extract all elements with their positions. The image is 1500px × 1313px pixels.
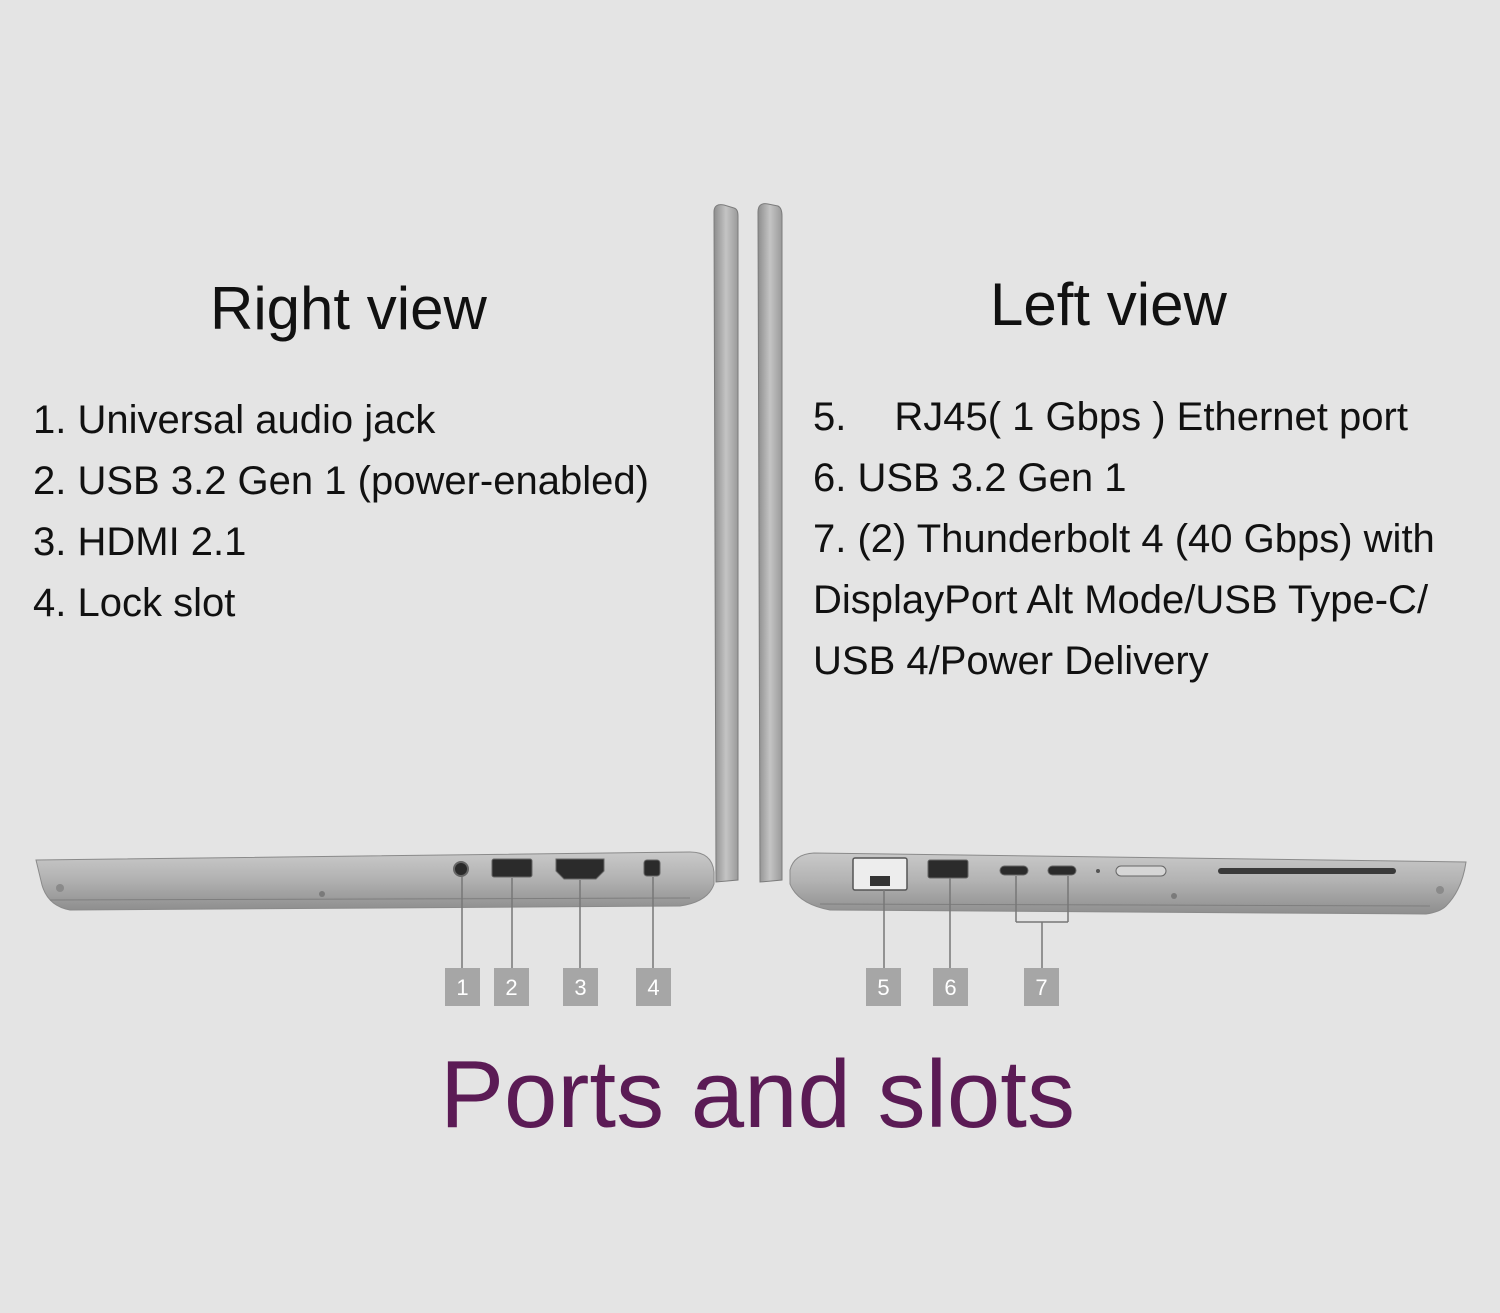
callout-boxes: 1 2 3 4 5 6 7 (445, 968, 1059, 1006)
right-port-item-3: 3. HDMI 2.1 (33, 520, 247, 564)
audio-jack-port (453, 861, 469, 877)
callout-box-4 (636, 968, 671, 1006)
usb-a-port-right (491, 858, 533, 878)
left-view-heading: Left view (990, 271, 1227, 338)
callout-label-7: 7 (1035, 975, 1047, 1000)
smart-card-slot (1218, 868, 1396, 874)
sd-card-slot (1115, 865, 1167, 877)
left-port-item-5-text: RJ45( 1 Gbps ) Ethernet port (894, 395, 1408, 439)
right-laptop-base (35, 851, 715, 911)
callout-box-3 (563, 968, 598, 1006)
left-port-item-6: 6. USB 3.2 Gen 1 (813, 456, 1127, 500)
left-laptop-lid (757, 203, 783, 883)
callout-label-4: 4 (647, 975, 659, 1000)
main-title: Ports and slots (440, 1041, 1075, 1148)
usb-a-port-left (927, 859, 969, 879)
left-leader-lines (883, 876, 1069, 968)
left-view-port-list: 5. RJ45( 1 Gbps ) Ethernet port 6. USB 3.… (813, 387, 1500, 692)
right-laptop-lid (713, 204, 739, 883)
left-port-item-7: 7. (2) Thunderbolt 4 (40 Gbps) with Disp… (813, 517, 1435, 683)
callout-label-5: 5 (877, 975, 889, 1000)
callout-box-6 (933, 968, 968, 1006)
right-port-item-2: 2. USB 3.2 Gen 1 (power-enabled) (33, 459, 649, 503)
rj45-port (852, 857, 908, 891)
left-port-item-5-number: 5. (813, 395, 847, 439)
left-side-laptop (757, 203, 1467, 968)
right-leader-lines (461, 877, 654, 968)
right-side-laptop (35, 204, 739, 968)
right-port-item-4: 4. Lock slot (33, 581, 236, 625)
right-port-item-1: 1. Universal audio jack (33, 398, 436, 442)
callout-label-1: 1 (456, 975, 468, 1000)
thunderbolt-port-1 (999, 865, 1029, 876)
left-port-item-5: 5. RJ45( 1 Gbps ) Ethernet port (813, 387, 1500, 448)
callout-box-1 (445, 968, 480, 1006)
callout-box-5 (866, 968, 901, 1006)
callout-label-6: 6 (944, 975, 956, 1000)
right-view-port-list: 1. Universal audio jack 2. USB 3.2 Gen 1… (33, 390, 649, 634)
thunderbolt-port-2 (1047, 865, 1077, 876)
callout-label-3: 3 (574, 975, 586, 1000)
callout-box-2 (494, 968, 529, 1006)
lock-slot-port (643, 859, 661, 877)
right-view-heading: Right view (210, 275, 487, 342)
hdmi-port (555, 858, 605, 880)
callout-label-2: 2 (505, 975, 517, 1000)
callout-box-7 (1024, 968, 1059, 1006)
